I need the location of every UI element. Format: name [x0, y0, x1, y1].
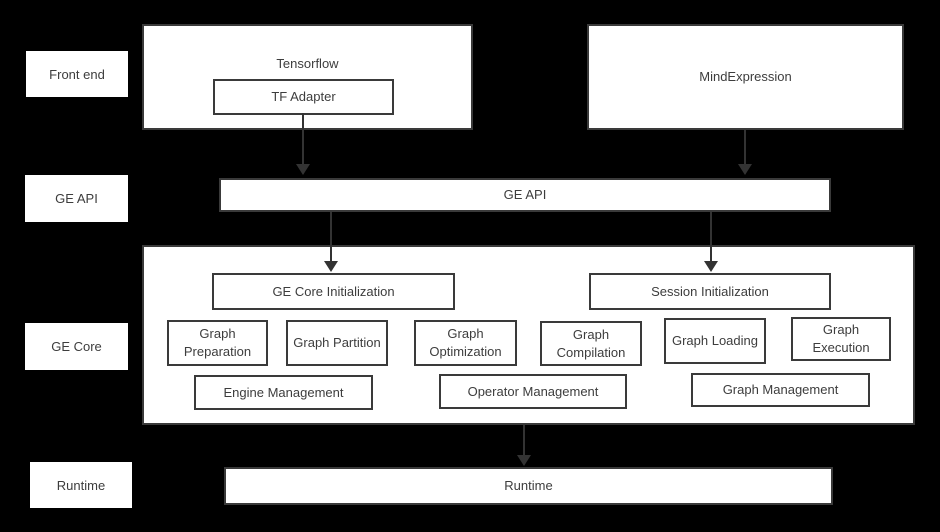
arrow-head-icon — [296, 164, 310, 175]
tensorflow-box: Tensorflow TF Adapter — [142, 24, 473, 130]
arrow-line — [744, 130, 746, 165]
session-initialization-box: Session Initialization — [589, 273, 831, 310]
side-label-ge-api-text: GE API — [55, 191, 98, 206]
tf-adapter-box: TF Adapter — [213, 79, 394, 115]
ge-core-initialization-box: GE Core Initialization — [212, 273, 455, 310]
tf-adapter-label: TF Adapter — [271, 89, 336, 105]
ge-core-box: GE Core Initialization Session Initializ… — [142, 245, 915, 425]
ge-api-bar-label: GE API — [503, 187, 547, 203]
session-initialization-label: Session Initialization — [651, 283, 769, 299]
arrow-line — [710, 212, 712, 262]
side-label-runtime: Runtime — [30, 462, 132, 508]
runtime-bar-label: Runtime — [504, 478, 553, 494]
ge-core-initialization-label: GE Core Initialization — [272, 283, 395, 299]
management-box-operator: Operator Management — [439, 374, 627, 409]
side-label-ge-api: GE API — [25, 175, 128, 222]
arrow-head-icon — [704, 261, 718, 272]
stage-box-graph-optimization: Graph Optimization — [414, 320, 517, 366]
side-label-front-end: Front end — [26, 51, 128, 97]
arrow-head-icon — [738, 164, 752, 175]
graph-preparation-label: Graph Preparation — [183, 326, 252, 359]
side-label-ge-core: GE Core — [25, 323, 128, 370]
arrow-ge-api-to-ge-core-initialization — [324, 212, 338, 272]
mindexpression-label: MindExpression — [699, 69, 792, 85]
graph-compilation-label: Graph Compilation — [556, 326, 626, 360]
arrow-tf-adapter-to-ge-api — [296, 113, 310, 175]
stage-box-graph-loading: Graph Loading — [664, 318, 766, 364]
arrow-line — [523, 425, 525, 456]
arrow-head-icon — [517, 455, 531, 466]
side-label-front-end-text: Front end — [49, 66, 105, 82]
stage-box-graph-execution: Graph Execution — [791, 317, 891, 361]
management-box-engine: Engine Management — [194, 375, 373, 410]
arrow-head-icon — [324, 261, 338, 272]
arrow-ge-core-to-runtime — [517, 425, 531, 466]
arrow-line — [330, 212, 332, 262]
operator-management-label: Operator Management — [467, 383, 599, 399]
mindexpression-box: MindExpression — [587, 24, 904, 130]
ge-api-bar: GE API — [219, 178, 831, 212]
side-label-runtime-text: Runtime — [56, 477, 106, 493]
runtime-bar: Runtime — [224, 467, 833, 505]
graph-loading-label: Graph Loading — [671, 333, 758, 349]
management-box-graph: Graph Management — [691, 373, 870, 407]
arrow-ge-api-to-session-initialization — [704, 212, 718, 272]
arrow-mindexpression-to-ge-api — [738, 130, 752, 175]
stage-box-graph-compilation: Graph Compilation — [540, 321, 642, 366]
stage-box-graph-preparation: Graph Preparation — [167, 320, 268, 366]
arrow-line — [302, 113, 304, 165]
graph-execution-label: Graph Execution — [812, 322, 870, 355]
graph-management-label: Graph Management — [722, 382, 839, 398]
graph-partition-label: Graph Partition — [293, 335, 381, 351]
tensorflow-label: Tensorflow — [276, 56, 339, 71]
graph-optimization-label: Graph Optimization — [429, 326, 502, 359]
engine-management-label: Engine Management — [223, 384, 344, 400]
stage-box-graph-partition: Graph Partition — [286, 320, 388, 366]
side-label-ge-core-text: GE Core — [51, 339, 102, 354]
